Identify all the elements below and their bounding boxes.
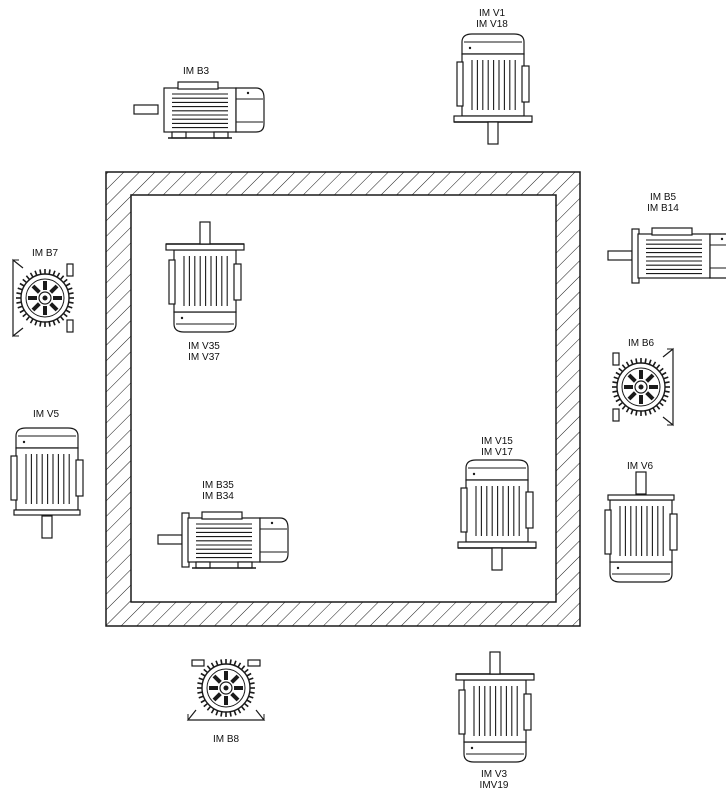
motor-im-b3 xyxy=(133,81,265,139)
motor-im-b35 xyxy=(157,511,289,569)
label-im-b3: IM B3 xyxy=(182,66,210,77)
label-im-b7: IM B7 xyxy=(31,248,59,259)
motor-im-b5 xyxy=(607,227,726,284)
label-im-b8: IM B8 xyxy=(212,734,240,745)
motor-im-v35 xyxy=(165,221,245,333)
wall-frame xyxy=(105,171,581,627)
label-im-b6: IM B6 xyxy=(627,338,655,349)
motor-im-v5 xyxy=(10,427,84,539)
motor-im-v15 xyxy=(457,459,537,571)
label-im-v5: IM V5 xyxy=(32,409,60,420)
label-im-v6: IM V6 xyxy=(626,461,654,472)
motor-im-b7 xyxy=(12,258,74,338)
motor-im-v3 xyxy=(455,651,535,763)
motor-im-b6 xyxy=(612,347,674,427)
motor-im-v6 xyxy=(604,471,678,583)
motor-im-v1 xyxy=(453,33,533,145)
motor-im-b8 xyxy=(186,659,266,721)
